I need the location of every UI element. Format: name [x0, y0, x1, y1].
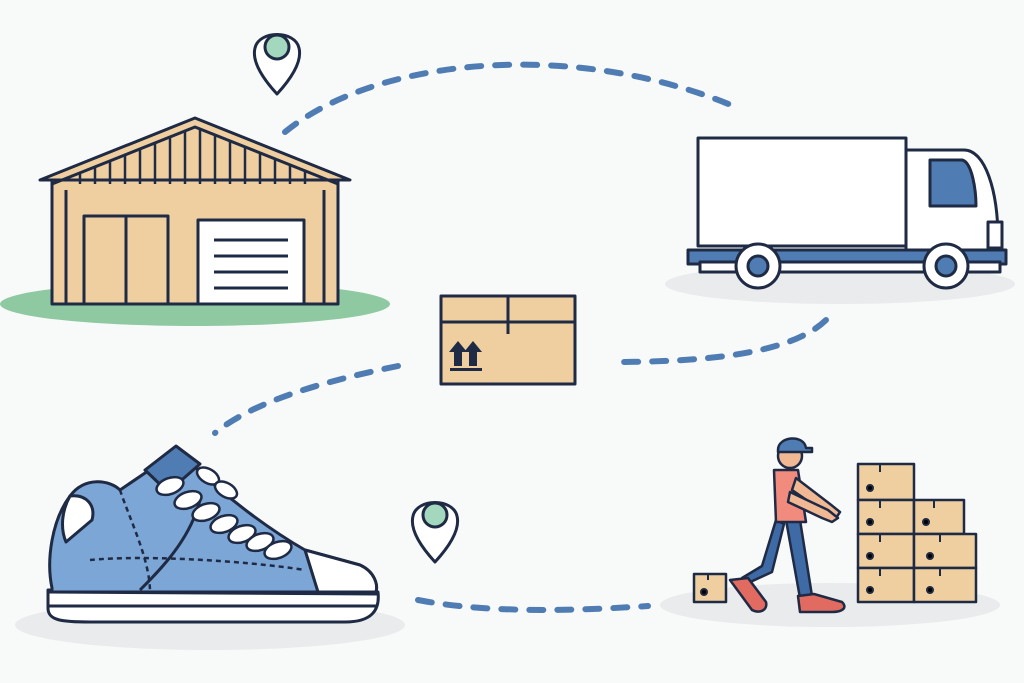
- route-warehouse-truck: [282, 61, 741, 135]
- location-pin-icon: [252, 33, 302, 96]
- shoelaces: [155, 466, 293, 561]
- warehouse-icon: [38, 116, 352, 306]
- delivery-truck-icon: [686, 136, 1008, 290]
- sneaker-icon: [46, 444, 380, 624]
- box-labels: [700, 464, 941, 596]
- courier-with-boxes-icon: [692, 437, 978, 614]
- box-stack: [692, 462, 978, 604]
- this-side-up-icon: [449, 341, 482, 371]
- cardboard-box-icon: [439, 294, 577, 386]
- route-lines: [212, 61, 829, 613]
- route-sneaker-courier: [415, 597, 651, 613]
- location-pin-icon: [410, 501, 460, 564]
- route-truck-package: [609, 317, 829, 365]
- route-package-sneaker: [212, 363, 401, 436]
